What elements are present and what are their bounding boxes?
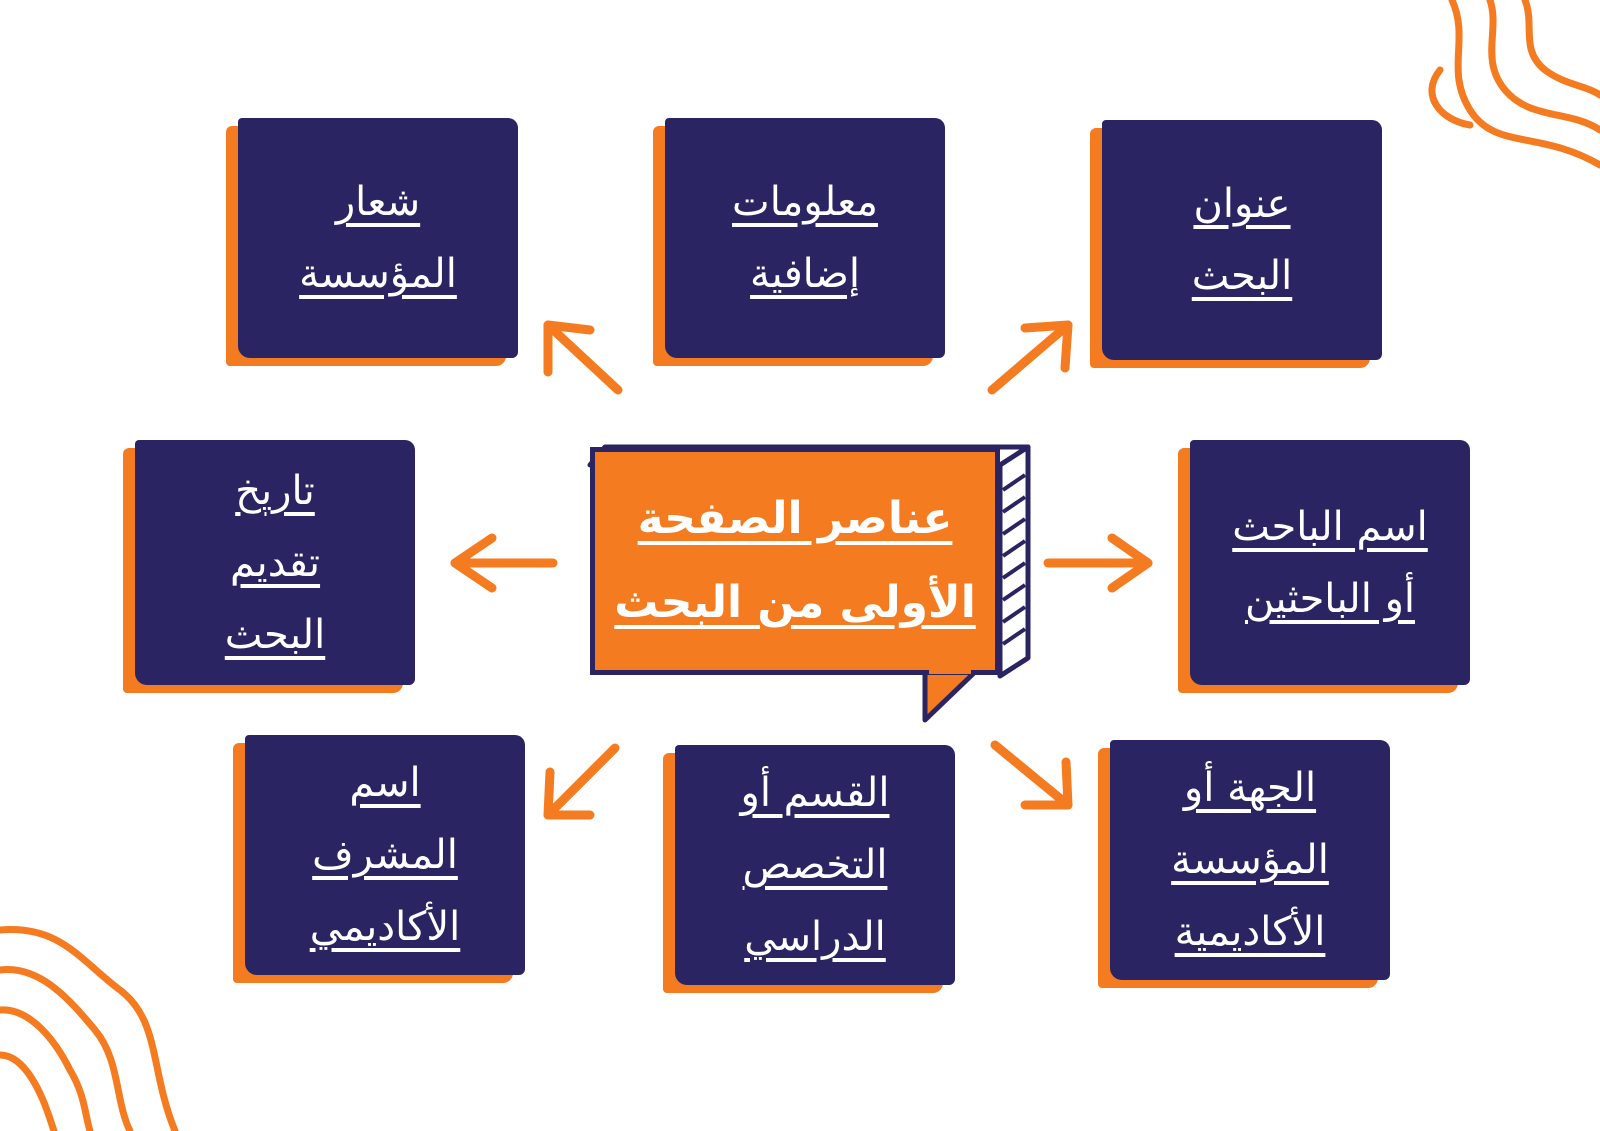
card-additional-info: معلومات إضافية bbox=[653, 118, 945, 366]
squiggle-bottom-left-3 bbox=[0, 1006, 94, 1131]
card-line: اسم bbox=[349, 760, 421, 806]
card-line: القسم أو bbox=[740, 770, 890, 816]
card-line: المؤسسة bbox=[1171, 837, 1329, 883]
card-line: الأكاديمية bbox=[1174, 909, 1326, 955]
squiggle-top-right-3 bbox=[1521, 0, 1600, 99]
card-line: البحث bbox=[1191, 253, 1293, 299]
card-line: التخصص bbox=[742, 842, 888, 888]
card-line: الدراسي bbox=[744, 914, 886, 960]
card-submission-date: تاريخ تقديم البحث bbox=[123, 440, 415, 693]
squiggle-top-right-4 bbox=[1428, 66, 1474, 129]
arrow-to-top-right bbox=[987, 320, 1073, 395]
arrow-to-middle-left bbox=[450, 533, 558, 593]
card-institution-logo: شعار المؤسسة bbox=[226, 118, 518, 366]
squiggle-bottom-left-4 bbox=[0, 1051, 58, 1131]
arrow-to-bottom-right bbox=[990, 740, 1073, 810]
card-face: اسم المشرف الأكاديمي bbox=[245, 735, 525, 975]
arrow-to-top-left bbox=[543, 320, 623, 395]
card-line: معلومات bbox=[732, 179, 878, 225]
arrow-to-bottom-left bbox=[543, 743, 620, 820]
arrow-to-middle-right bbox=[1043, 533, 1153, 593]
squiggle-bottom-left-1 bbox=[0, 926, 179, 1131]
card-line: عنوان bbox=[1193, 181, 1291, 227]
center-box-tail bbox=[922, 669, 978, 723]
card-face: القسم أو التخصص الدراسي bbox=[675, 745, 955, 985]
card-face: معلومات إضافية bbox=[665, 118, 945, 358]
center-title-line-1: عناصر الصفحة bbox=[637, 493, 953, 544]
card-face: اسم الباحث أو الباحثين bbox=[1190, 440, 1470, 685]
card-department: القسم أو التخصص الدراسي bbox=[663, 745, 955, 993]
card-line: شعار bbox=[335, 179, 421, 225]
squiggle-top-right-1 bbox=[1448, 0, 1600, 169]
card-academic-institution: الجهة أو المؤسسة الأكاديمية bbox=[1098, 740, 1390, 988]
center-title-line-2: الأولى من البحث bbox=[614, 577, 976, 628]
card-face: شعار المؤسسة bbox=[238, 118, 518, 358]
card-face: عنوان البحث bbox=[1102, 120, 1382, 360]
card-line: المشرف bbox=[312, 832, 458, 878]
card-line: الجهة أو bbox=[1183, 765, 1317, 811]
card-face: الجهة أو المؤسسة الأكاديمية bbox=[1110, 740, 1390, 980]
card-supervisor-name: اسم المشرف الأكاديمي bbox=[233, 735, 525, 983]
center-title-box: عناصر الصفحة الأولى من البحث bbox=[590, 447, 1000, 675]
card-line: الأكاديمي bbox=[309, 904, 461, 950]
card-line: اسم الباحث bbox=[1232, 503, 1428, 550]
card-line: أو الباحثين bbox=[1244, 575, 1416, 622]
squiggle-bottom-left-2 bbox=[0, 966, 134, 1131]
card-line: تاريخ bbox=[235, 467, 315, 514]
card-line: تقديم bbox=[229, 539, 321, 586]
card-researcher-name: اسم الباحث أو الباحثين bbox=[1178, 440, 1470, 693]
card-line: المؤسسة bbox=[299, 251, 457, 297]
squiggle-top-right-2 bbox=[1486, 0, 1600, 134]
card-line: إضافية bbox=[750, 251, 860, 297]
card-research-title: عنوان البحث bbox=[1090, 120, 1382, 368]
card-line: البحث bbox=[224, 611, 326, 658]
card-face: تاريخ تقديم البحث bbox=[135, 440, 415, 685]
